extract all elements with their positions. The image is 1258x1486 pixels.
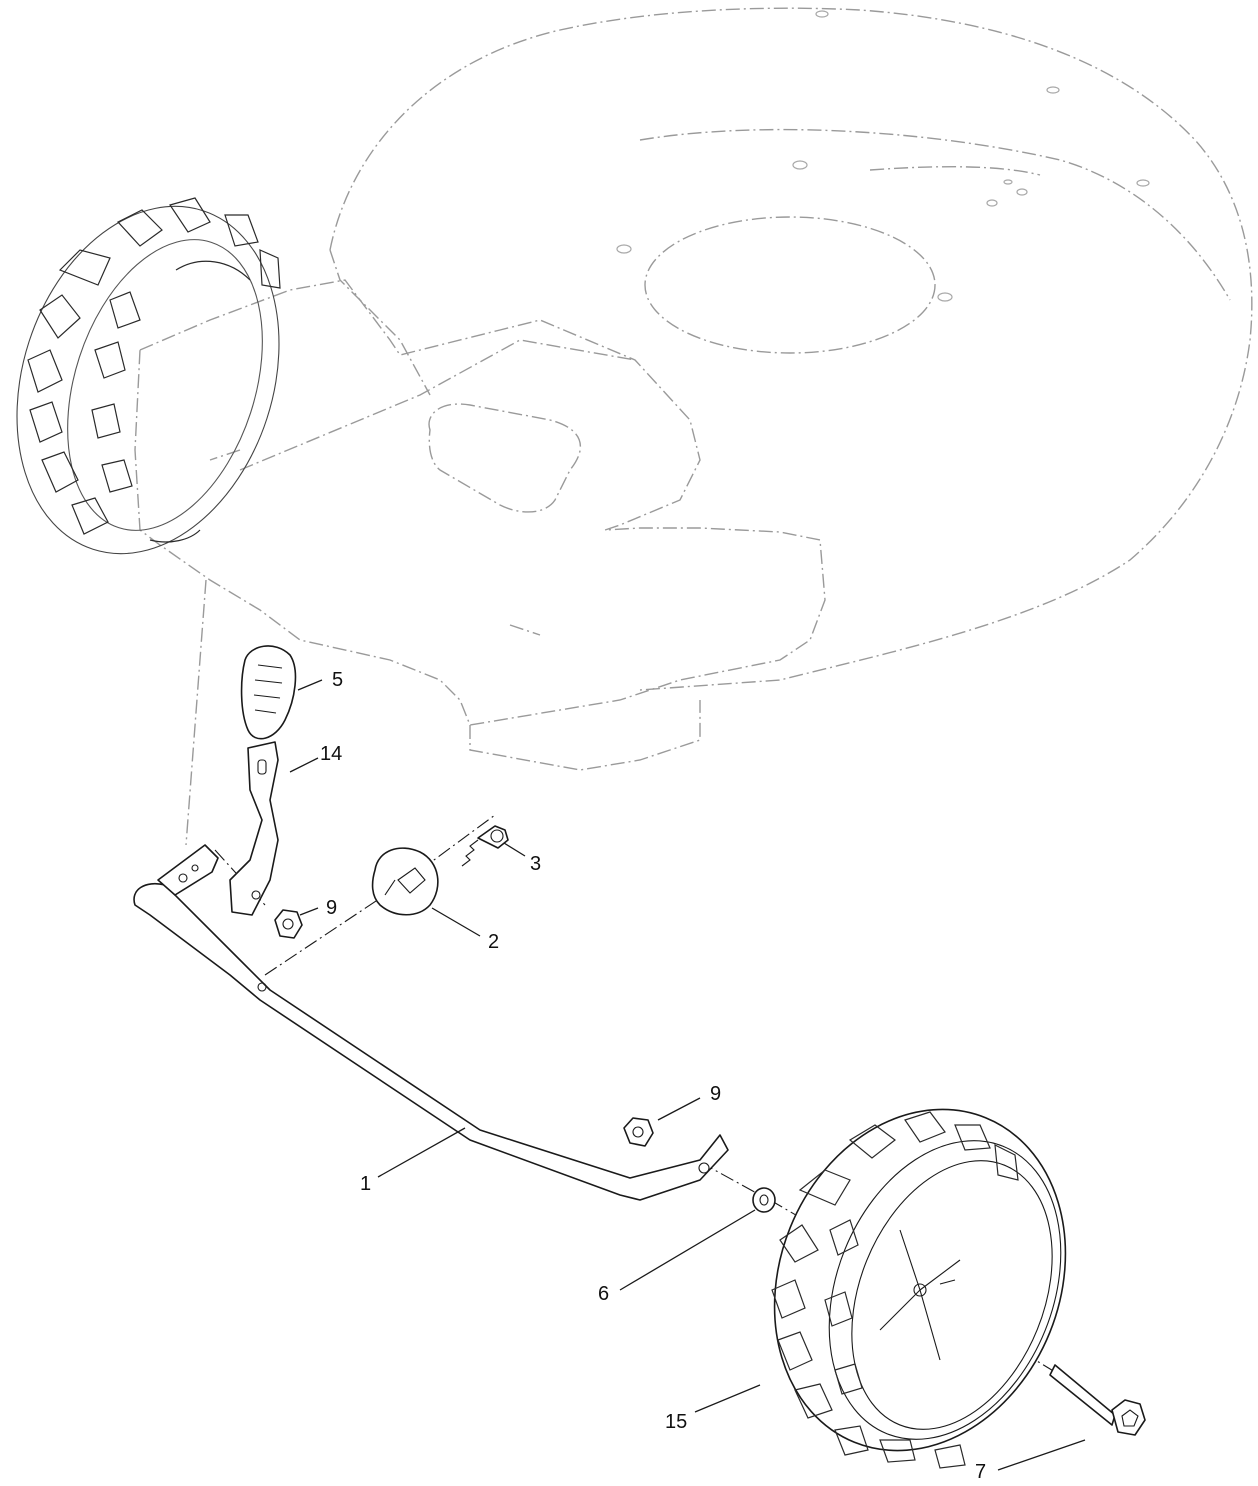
callout-1: 1: [360, 1173, 371, 1195]
part-2-spacer: [371, 847, 439, 916]
part-15-wheel: [771, 1108, 1067, 1469]
rear-housing-outline: [134, 279, 826, 846]
callout-14: 14: [320, 743, 342, 765]
part-5-cover: [240, 645, 297, 740]
callout-9-upper: 9: [326, 897, 337, 919]
callout-9-lower: 9: [710, 1083, 721, 1105]
callout-2: 2: [488, 931, 499, 953]
rear-wheel-ghost: [16, 197, 281, 555]
callout-5: 5: [332, 669, 343, 691]
part-9-nut-lower: [623, 1117, 654, 1147]
callout-7: 7: [975, 1461, 986, 1483]
mower-deck-outline: [329, 7, 1253, 691]
callout-6: 6: [598, 1283, 609, 1305]
part-9-nut-upper: [274, 909, 303, 939]
callout-15: 15: [665, 1411, 687, 1433]
part-1-axle: [133, 844, 729, 1201]
part-6-washer: [752, 1187, 776, 1213]
callout-leaders: [289, 679, 1086, 1471]
deck-mounting-holes: [616, 10, 1150, 302]
callout-3: 3: [530, 853, 541, 875]
callout-labels: 5 14 3 9 2 9 1 6 15 7: [320, 669, 986, 1483]
part-7-bolt: [1049, 1364, 1146, 1436]
part-3-screw: [461, 825, 509, 867]
part-14-bracket: [229, 741, 279, 916]
